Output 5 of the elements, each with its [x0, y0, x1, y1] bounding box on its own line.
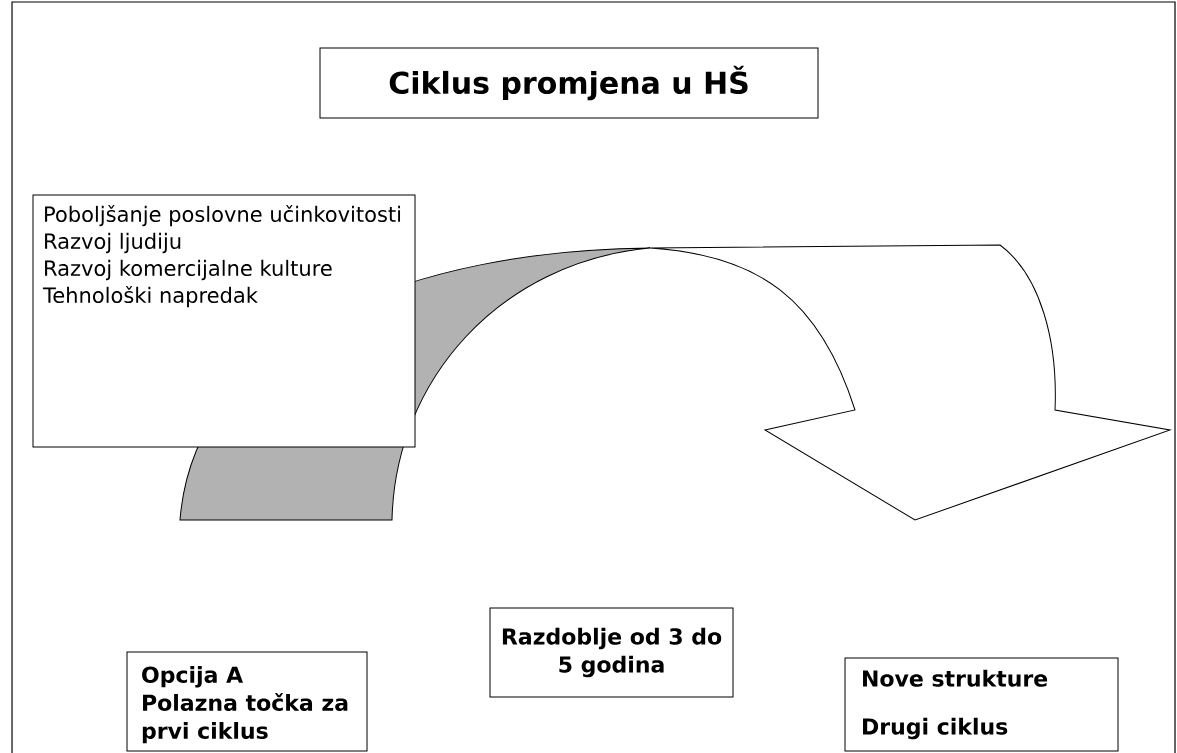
- title-box: Ciklus promjena u HŠ: [319, 47, 819, 119]
- result-box: Nove strukture Drugi ciklus: [844, 657, 1119, 752]
- period-box: Razdoblje od 3 do 5 godina: [489, 607, 734, 698]
- start-box: Opcija A Polazna točka za prvi ciklus: [126, 651, 368, 752]
- list-box: Poboljšanje poslovne učinkovitosti Razvoj ljudiju Razvoj komercijalne kulture Tehnološki napredak: [32, 194, 416, 448]
